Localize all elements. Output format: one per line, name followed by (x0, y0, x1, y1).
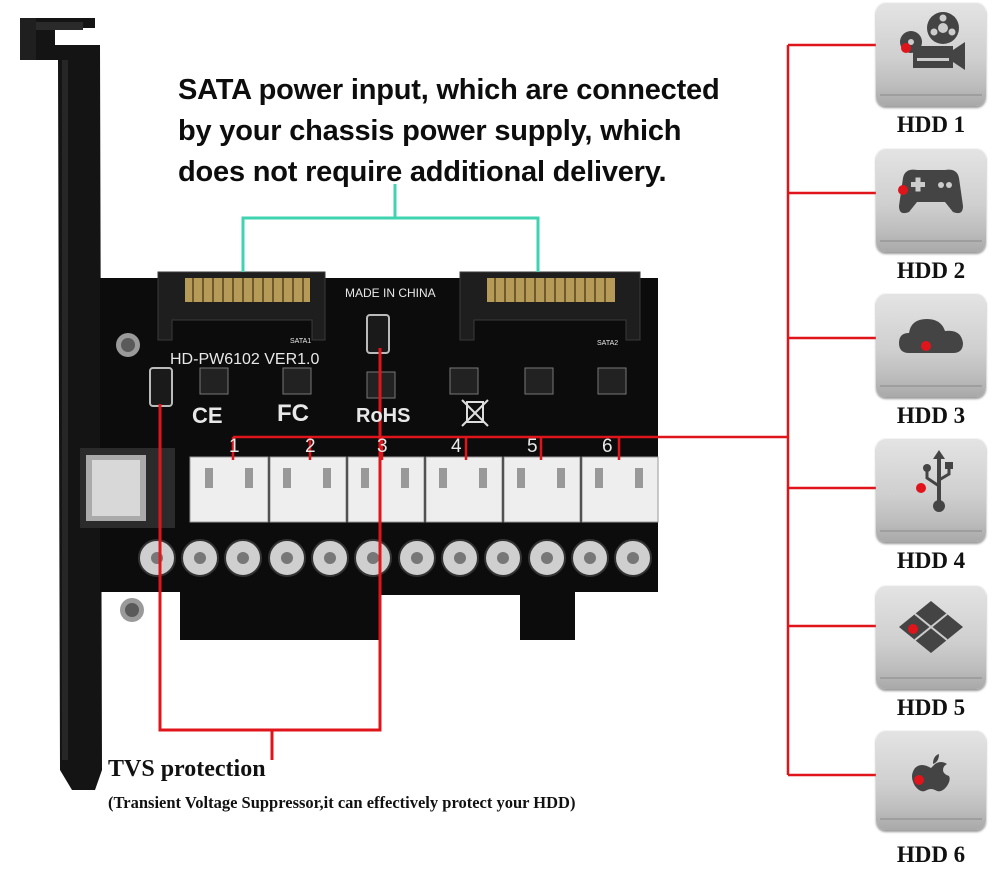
heading-line-2: by your chassis power supply, which (178, 115, 682, 147)
tvs-diode-center (366, 314, 390, 354)
film-projector-icon (900, 12, 965, 70)
hdd-3-drive (876, 293, 986, 397)
port-number-2: 2 (305, 436, 316, 457)
board-model-label: HD-PW6102 VER1.0 (170, 351, 320, 368)
hdd-3: HDD 3 (876, 293, 986, 429)
gamepad-icon (898, 169, 963, 214)
rohs-mark: RoHS (356, 405, 411, 427)
hdd-2: HDD 2 (876, 148, 986, 284)
hdd-6-drive (876, 730, 986, 830)
hdd-5: HDD 5 (876, 585, 986, 721)
sata-connector-1 (157, 271, 326, 341)
sata-callout-lines (241, 184, 540, 272)
tvs-subtitle: (Transient Voltage Suppressor,it can eff… (108, 793, 576, 812)
hdd-4: HDD 4 (876, 438, 986, 574)
hdd-4-drive (876, 438, 986, 542)
tvs-callout-lines (158, 348, 382, 760)
port-number-1: 1 (229, 436, 240, 457)
made-in-china-label: MADE IN CHINA (345, 286, 436, 300)
apple-icon (912, 754, 950, 792)
usb-icon (916, 450, 953, 512)
hdd-1: HDD 1 (876, 2, 986, 138)
sata1-label: SATA1 (290, 338, 312, 345)
hdd-1-drive (876, 2, 986, 106)
weee-symbol (461, 399, 489, 427)
heading-line-1: SATA power input, which are connected (178, 74, 720, 106)
port-number-6: 6 (602, 436, 613, 457)
hdd-1-label: HDD 1 (896, 112, 966, 137)
sata-connector-2 (459, 271, 641, 341)
tvs-diode-left (149, 367, 173, 407)
hdd-3-label: HDD 3 (896, 403, 966, 428)
tvs-title: TVS protection (108, 756, 266, 782)
hdd-6: HDD 6 (876, 730, 986, 868)
port-number-5: 5 (527, 436, 538, 457)
windows-diamond-icon (899, 601, 963, 653)
ce-mark: CE (192, 403, 223, 428)
cloud-icon (899, 319, 963, 353)
sata2-label: SATA2 (597, 340, 619, 347)
hdd-2-label: HDD 2 (896, 258, 966, 283)
hdd-6-label: HDD 6 (896, 842, 966, 867)
fc-mark: FC (277, 400, 309, 427)
hdd-4-label: HDD 4 (896, 548, 966, 573)
hdd-5-label: HDD 5 (896, 695, 966, 720)
hdd-2-drive (876, 148, 986, 252)
power-headers (189, 456, 659, 523)
pci-bracket (20, 18, 102, 790)
port-number-4: 4 (451, 436, 462, 457)
hdd-5-drive (876, 585, 986, 689)
heading-line-3: does not require additional delivery. (178, 156, 667, 188)
port-number-3: 3 (377, 436, 388, 457)
sata-power-heading: SATA power input, which are connected by… (178, 70, 720, 193)
